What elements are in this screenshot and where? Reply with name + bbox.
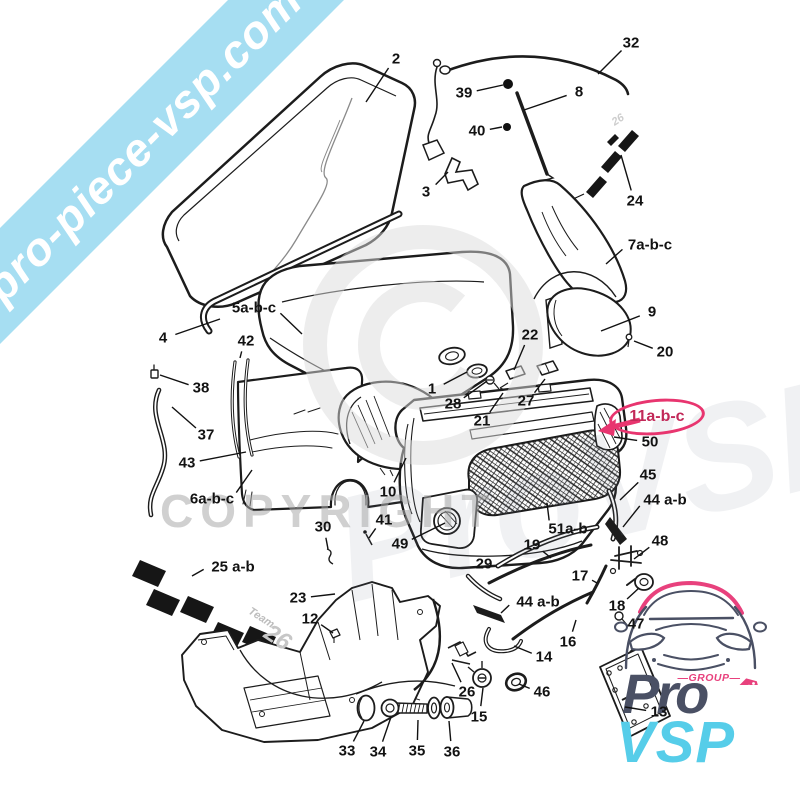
logo-vsp-text: VSP [616, 710, 736, 775]
cable-and-rod-parts [422, 55, 630, 192]
trim-strips-parts [465, 488, 654, 654]
logo-car-icon [614, 580, 767, 685]
provsp-logo: —GROUP— Pro VSP [600, 575, 800, 800]
logo-group-label: —GROUP— [677, 672, 741, 684]
fastener-parts [356, 694, 473, 722]
subframe-part [181, 530, 441, 743]
right-headlight-part [545, 287, 633, 357]
copyright-text-watermark: COPYRIGHT [160, 485, 497, 537]
logo-pro-text: Pro [622, 662, 709, 725]
